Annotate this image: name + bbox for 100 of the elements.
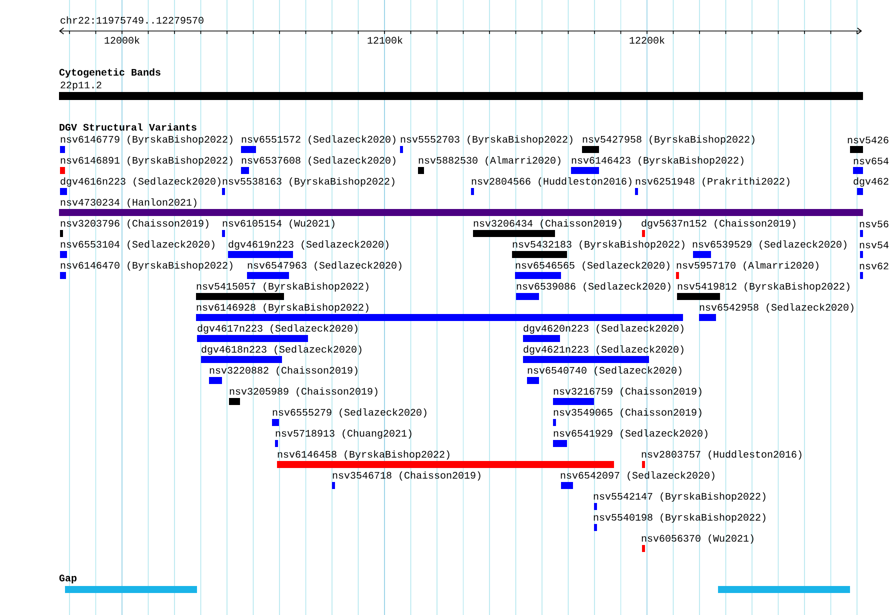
variant-bar: nsv6546565 (Sedlazeck2020)	[515, 261, 670, 279]
variant-bar: nsv5427958 (ByrskaBishop2022)	[582, 135, 754, 153]
node-label: nsv6146470 (ByrskaBishop2022)	[60, 261, 232, 271]
variant-bar: nsv5542147 (ByrskaBishop2022)	[594, 492, 766, 510]
node-label: dgv4618n223 (Sedlazeck2020)	[202, 345, 362, 355]
coordinate-label: chr22:11975749..12279570	[60, 16, 204, 24]
variant-bar: nsv6146779 (ByrskaBishop2022)	[60, 135, 232, 153]
variant-bar: dgv4619n223 (Sedlazeck2020)	[228, 240, 388, 258]
variant-bar: nsv6146458 (ByrskaBishop2022)	[277, 450, 614, 468]
node-label: nsv5426	[848, 136, 888, 144]
node-label: nsv5542147 (ByrskaBishop2022)	[594, 492, 766, 502]
node-label: nsv6537608 (Sedlazeck2020)	[242, 156, 396, 166]
node-label: nsv6555279 (Sedlazeck2020)	[272, 408, 426, 418]
variant-bar: nsv6105154 (Wu2021)	[222, 219, 334, 237]
tick-label: 12200k	[630, 36, 664, 44]
variant-bar: nsv5538163 (ByrskaBishop2022)	[222, 177, 394, 195]
variant-bar: nsv6537608 (Sedlazeck2020)	[241, 156, 396, 174]
gap-bar	[65, 586, 197, 593]
node-label: nsv3216759 (Chaisson2019)	[554, 387, 702, 397]
variant-bar: nsv3220882 (Chaisson2019)	[209, 366, 358, 384]
node-label: nsv6542097 (Sedlazeck2020)	[560, 471, 714, 481]
node-label: dgv4621n223 (Sedlazeck2020)	[524, 345, 684, 355]
node-label: nsv62	[860, 262, 888, 270]
node-label: nsv6547963 (Sedlazeck2020)	[248, 261, 402, 271]
variant-bar: nsv3546718 (Chaisson2019)	[332, 471, 480, 489]
node-label: nsv6056370 (Wu2021)	[642, 534, 754, 544]
variant-bar: nsv5419812 (ByrskaBishop2022)	[677, 282, 850, 300]
variant-bar: nsv6542958 (Sedlazeck2020)	[699, 303, 854, 321]
variant-bar: dgv462	[854, 177, 888, 195]
variant-bar: nsv6541929 (Sedlazeck2020)	[553, 429, 708, 447]
variant-bar: nsv2804566 (Huddleston2016)	[471, 177, 632, 195]
variant-bar: dgv4618n223 (Sedlazeck2020)	[201, 345, 362, 363]
variant-bar: nsv6146891 (ByrskaBishop2022)	[60, 156, 232, 174]
tick-label: 12100k	[368, 36, 402, 44]
node-label: nsv5432183 (ByrskaBishop2022)	[512, 240, 684, 250]
variant-bar: nsv5426	[848, 136, 888, 153]
node-label: dgv4617n223 (Sedlazeck2020)	[198, 324, 358, 334]
node-label: nsv2804566 (Huddleston2016)	[472, 177, 632, 187]
variant-bar: nsv6555279 (Sedlazeck2020)	[272, 408, 426, 426]
node-label: nsv6539086 (Sedlazeck2020)	[516, 282, 670, 292]
node-label: nsv56	[860, 220, 888, 228]
node-label: dgv462	[854, 177, 888, 187]
node-label: nsv5538163 (ByrskaBishop2022)	[222, 177, 394, 187]
node-label: nsv5427958 (ByrskaBishop2022)	[582, 135, 754, 145]
variant-bar: nsv6540740 (Sedlazeck2020)	[527, 366, 682, 384]
variant-bar: nsv6547963 (Sedlazeck2020)	[247, 261, 402, 279]
variant-bar: nsv6146928 (ByrskaBishop2022)	[196, 303, 683, 321]
variant-bar: nsv6553104 (Sedlazeck2020)	[60, 240, 214, 258]
node-label: nsv6542958 (Sedlazeck2020)	[700, 303, 854, 313]
node-label: nsv6146458 (ByrskaBishop2022)	[278, 450, 450, 460]
node-label: nsv3203796 (Chaisson2019)	[60, 219, 208, 229]
track-heading: DGV Structural Variants	[60, 123, 196, 131]
variant-bar: nsv2803757 (Huddleston2016)	[642, 450, 802, 468]
node-label: nsv5540198 (ByrskaBishop2022)	[594, 513, 766, 523]
variant-bar: nsv5415057 (ByrskaBishop2022)	[196, 282, 368, 300]
node-label: nsv2803757 (Huddleston2016)	[642, 450, 802, 460]
variant-bar: nsv6251948 (Prakrithi2022)	[635, 177, 790, 195]
variant-bar: nsv3549065 (Chaisson2019)	[553, 408, 702, 426]
node-label: nsv4730234 (Hanlon2021)	[60, 198, 196, 208]
node-label: nsv6553104 (Sedlazeck2020)	[60, 240, 214, 250]
variant-bar: nsv5718913 (Chuang2021)	[275, 429, 412, 447]
node-label: dgv4619n223 (Sedlazeck2020)	[228, 240, 388, 250]
node-label: nsv6146928 (ByrskaBishop2022)	[196, 303, 368, 313]
track-heading: Cytogenetic Bands	[59, 68, 160, 78]
node-label: nsv5419812 (ByrskaBishop2022)	[678, 282, 850, 292]
node-label: nsv6146779 (ByrskaBishop2022)	[60, 135, 232, 145]
node-label: nsv6551572 (Sedlazeck2020)	[242, 135, 396, 145]
node-label: dgv5637n152 (Chaisson2019)	[642, 219, 796, 229]
node-label: nsv5552703 (ByrskaBishop2022)	[400, 135, 572, 145]
variant-bar: nsv6056370 (Wu2021)	[642, 534, 754, 552]
variant-bar: nsv6146470 (ByrskaBishop2022)	[60, 261, 232, 279]
variant-bar: dgv4620n223 (Sedlazeck2020)	[523, 324, 684, 342]
variant-bar: nsv6146423 (ByrskaBishop2022)	[571, 156, 744, 174]
variant-bar: nsv5432183 (ByrskaBishop2022)	[512, 240, 684, 258]
variant-bar: nsv5540198 (ByrskaBishop2022)	[594, 513, 766, 531]
variant-bar: dgv4616n223 (Sedlazeck2020)	[60, 177, 220, 195]
variant-bar: nsv5552703 (ByrskaBishop2022)	[400, 135, 572, 153]
variant-bar: nsv3206434 (Chaisson2019)	[473, 219, 622, 237]
variant-bar: dgv4621n223 (Sedlazeck2020)	[523, 345, 684, 363]
variant-bar: nsv5882530 (Almarri2020)	[418, 156, 560, 174]
variant-bar: nsv6539529 (Sedlazeck2020)	[692, 240, 846, 258]
variant-bar: nsv62	[860, 262, 888, 279]
node-label: nsv3546718 (Chaisson2019)	[332, 471, 480, 481]
node-label: nsv5415057 (ByrskaBishop2022)	[196, 282, 368, 292]
node-label: nsv6251948 (Prakrithi2022)	[636, 177, 790, 187]
variant-bar: nsv3203796 (Chaisson2019)	[60, 219, 208, 237]
node-label: nsv6541929 (Sedlazeck2020)	[554, 429, 708, 439]
variant-bar: nsv6551572 (Sedlazeck2020)	[241, 135, 396, 153]
variant-bar: dgv5637n152 (Chaisson2019)	[642, 219, 796, 237]
node-label: nsv54	[860, 242, 889, 248]
node-label: nsv6146891 (ByrskaBishop2022)	[60, 156, 232, 166]
gap-bar	[718, 586, 850, 593]
variant-bar: nsv54	[860, 242, 888, 258]
node-label: nsv6105154 (Wu2021)	[222, 219, 334, 229]
node-label: nsv5718913 (Chuang2021)	[276, 429, 412, 439]
node-label: nsv6146423 (ByrskaBishop2022)	[572, 156, 744, 166]
track-heading: Gap	[59, 574, 77, 584]
variant-bar: dgv4617n223 (Sedlazeck2020)	[197, 324, 358, 342]
variant-bar: nsv3216759 (Chaisson2019)	[553, 387, 702, 405]
node-label: dgv4616n223 (Sedlazeck2020)	[60, 177, 220, 187]
